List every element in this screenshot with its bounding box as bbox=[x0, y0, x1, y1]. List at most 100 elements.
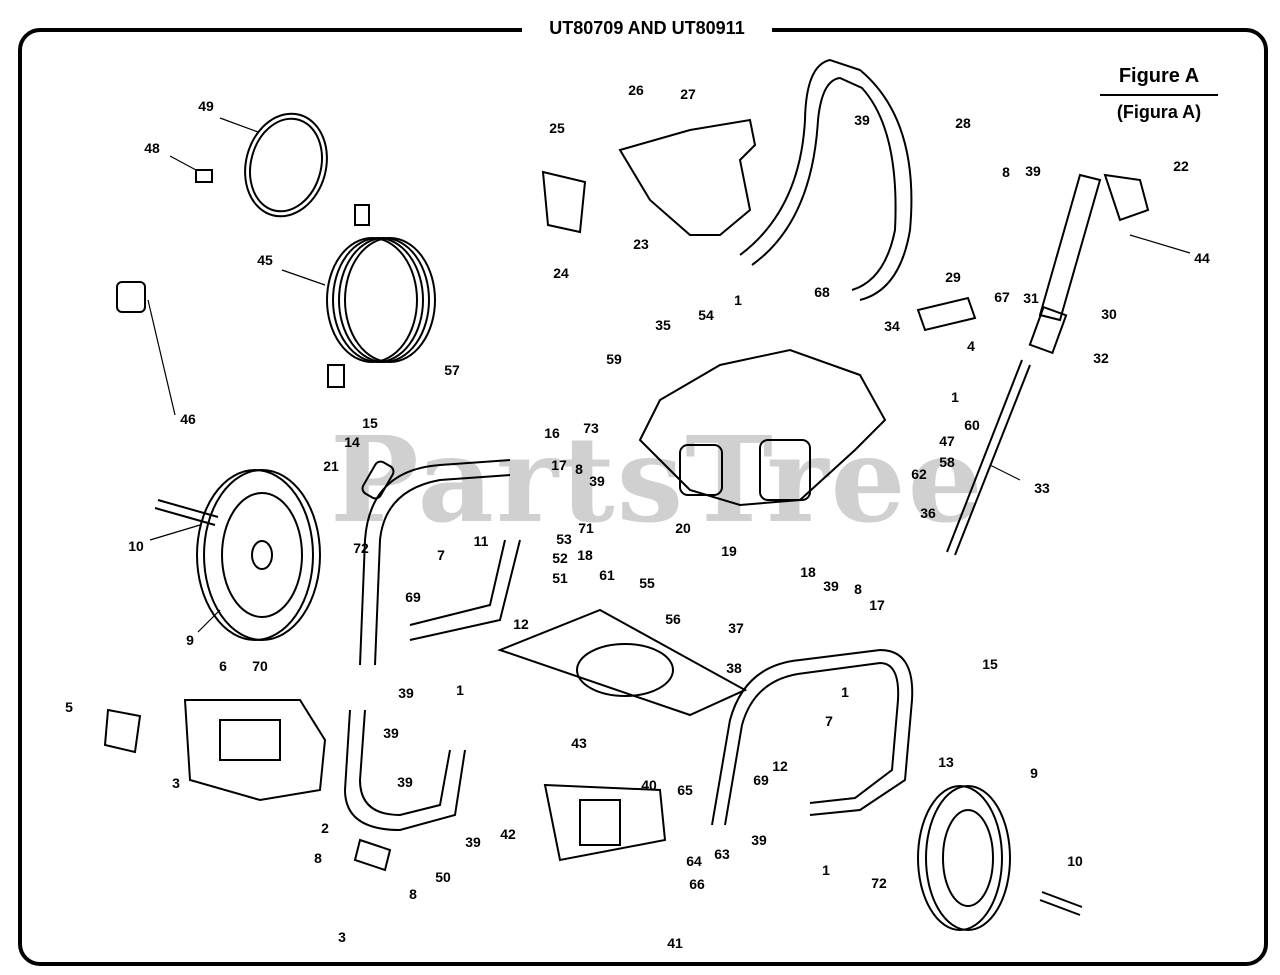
callout-label-32: 32 bbox=[1093, 350, 1109, 366]
callout-label-19: 19 bbox=[721, 543, 737, 559]
callout-label-72: 72 bbox=[871, 875, 887, 891]
callout-label-49: 49 bbox=[198, 98, 214, 114]
callout-label-22: 22 bbox=[1173, 158, 1189, 174]
callout-label-60: 60 bbox=[964, 417, 980, 433]
callout-label-39: 39 bbox=[854, 112, 870, 128]
callout-label-39: 39 bbox=[398, 685, 414, 701]
callout-label-67: 67 bbox=[994, 289, 1010, 305]
callout-label-63: 63 bbox=[714, 846, 730, 862]
callout-label-62: 62 bbox=[911, 466, 927, 482]
callout-label-58: 58 bbox=[939, 454, 955, 470]
callout-label-55: 55 bbox=[639, 575, 655, 591]
callout-label-8: 8 bbox=[409, 886, 417, 902]
callout-label-14: 14 bbox=[344, 434, 360, 450]
callout-label-38: 38 bbox=[726, 660, 742, 676]
callout-label-39: 39 bbox=[589, 473, 605, 489]
callout-label-17: 17 bbox=[551, 457, 567, 473]
callout-label-73: 73 bbox=[583, 420, 599, 436]
callout-label-45: 45 bbox=[257, 252, 273, 268]
callout-label-11: 11 bbox=[473, 533, 489, 549]
callout-label-8: 8 bbox=[854, 581, 862, 597]
callout-label-54: 54 bbox=[698, 307, 714, 323]
callout-label-12: 12 bbox=[772, 758, 788, 774]
callout-label-23: 23 bbox=[633, 236, 649, 252]
callout-label-8: 8 bbox=[575, 461, 583, 477]
callout-label-12: 12 bbox=[513, 616, 529, 632]
callout-label-69: 69 bbox=[753, 772, 769, 788]
callout-label-43: 43 bbox=[571, 735, 587, 751]
callout-label-15: 15 bbox=[982, 656, 998, 672]
callout-label-1: 1 bbox=[822, 862, 830, 878]
callout-label-9: 9 bbox=[1030, 765, 1038, 781]
callout-label-52: 52 bbox=[552, 550, 568, 566]
callout-label-35: 35 bbox=[655, 317, 671, 333]
callout-label-42: 42 bbox=[500, 826, 516, 842]
callout-label-39: 39 bbox=[751, 832, 767, 848]
callout-label-15: 15 bbox=[362, 415, 378, 431]
callout-label-30: 30 bbox=[1101, 306, 1117, 322]
callout-label-16: 16 bbox=[544, 425, 560, 441]
callout-label-39: 39 bbox=[823, 578, 839, 594]
callout-label-50: 50 bbox=[435, 869, 451, 885]
callout-label-26: 26 bbox=[628, 82, 644, 98]
figure-divider bbox=[1100, 94, 1218, 96]
callout-label-64: 64 bbox=[686, 853, 702, 869]
callout-label-27: 27 bbox=[680, 86, 696, 102]
callout-label-9: 9 bbox=[186, 632, 194, 648]
callout-label-48: 48 bbox=[144, 140, 160, 156]
callout-label-34: 34 bbox=[884, 318, 900, 334]
callout-label-31: 31 bbox=[1023, 290, 1039, 306]
callout-label-57: 57 bbox=[444, 362, 460, 378]
callout-label-39: 39 bbox=[383, 725, 399, 741]
callout-label-29: 29 bbox=[945, 269, 961, 285]
callout-label-13: 13 bbox=[938, 754, 954, 770]
callout-label-25: 25 bbox=[549, 120, 565, 136]
callout-label-51: 51 bbox=[552, 570, 568, 586]
callout-label-1: 1 bbox=[951, 389, 959, 405]
callout-label-20: 20 bbox=[675, 520, 691, 536]
callout-label-17: 17 bbox=[869, 597, 885, 613]
callout-label-39: 39 bbox=[1025, 163, 1041, 179]
callout-label-40: 40 bbox=[641, 777, 657, 793]
callout-label-56: 56 bbox=[665, 611, 681, 627]
callout-label-53: 53 bbox=[556, 531, 572, 547]
callout-label-5: 5 bbox=[65, 699, 73, 715]
callout-label-59: 59 bbox=[606, 351, 622, 367]
callout-label-39: 39 bbox=[397, 774, 413, 790]
callout-label-10: 10 bbox=[1067, 853, 1083, 869]
callout-label-2: 2 bbox=[321, 820, 329, 836]
callout-label-41: 41 bbox=[667, 935, 683, 951]
figure-title: Figure A bbox=[1118, 65, 1200, 87]
callout-label-69: 69 bbox=[405, 589, 421, 605]
callout-label-7: 7 bbox=[437, 547, 445, 563]
figure-subtitle: (Figura A) bbox=[1116, 102, 1202, 122]
callout-label-1: 1 bbox=[456, 682, 464, 698]
header: UT80709 AND UT80911 bbox=[522, 14, 772, 42]
callout-label-61: 61 bbox=[599, 567, 615, 583]
callout-label-66: 66 bbox=[689, 876, 705, 892]
callout-label-21: 21 bbox=[323, 458, 339, 474]
callout-label-7: 7 bbox=[825, 713, 833, 729]
callout-label-70: 70 bbox=[252, 658, 268, 674]
callout-label-4: 4 bbox=[967, 338, 975, 354]
diagram-title: UT80709 AND UT80911 bbox=[549, 17, 745, 38]
callout-label-28: 28 bbox=[955, 115, 971, 131]
callout-label-44: 44 bbox=[1194, 250, 1210, 266]
callout-label-36: 36 bbox=[920, 505, 936, 521]
callout-label-47: 47 bbox=[939, 433, 955, 449]
callout-label-6: 6 bbox=[219, 658, 227, 674]
callout-label-10: 10 bbox=[128, 538, 144, 554]
callout-label-39: 39 bbox=[465, 834, 481, 850]
callout-label-1: 1 bbox=[734, 292, 742, 308]
callout-label-3: 3 bbox=[338, 929, 346, 945]
callout-label-18: 18 bbox=[800, 564, 816, 580]
callout-label-65: 65 bbox=[677, 782, 693, 798]
callout-label-68: 68 bbox=[814, 284, 830, 300]
callout-label-8: 8 bbox=[314, 850, 322, 866]
callout-label-71: 71 bbox=[578, 520, 594, 536]
callout-label-1: 1 bbox=[841, 684, 849, 700]
callout-label-37: 37 bbox=[728, 620, 744, 636]
callout-label-3: 3 bbox=[172, 775, 180, 791]
callout-label-33: 33 bbox=[1034, 480, 1050, 496]
